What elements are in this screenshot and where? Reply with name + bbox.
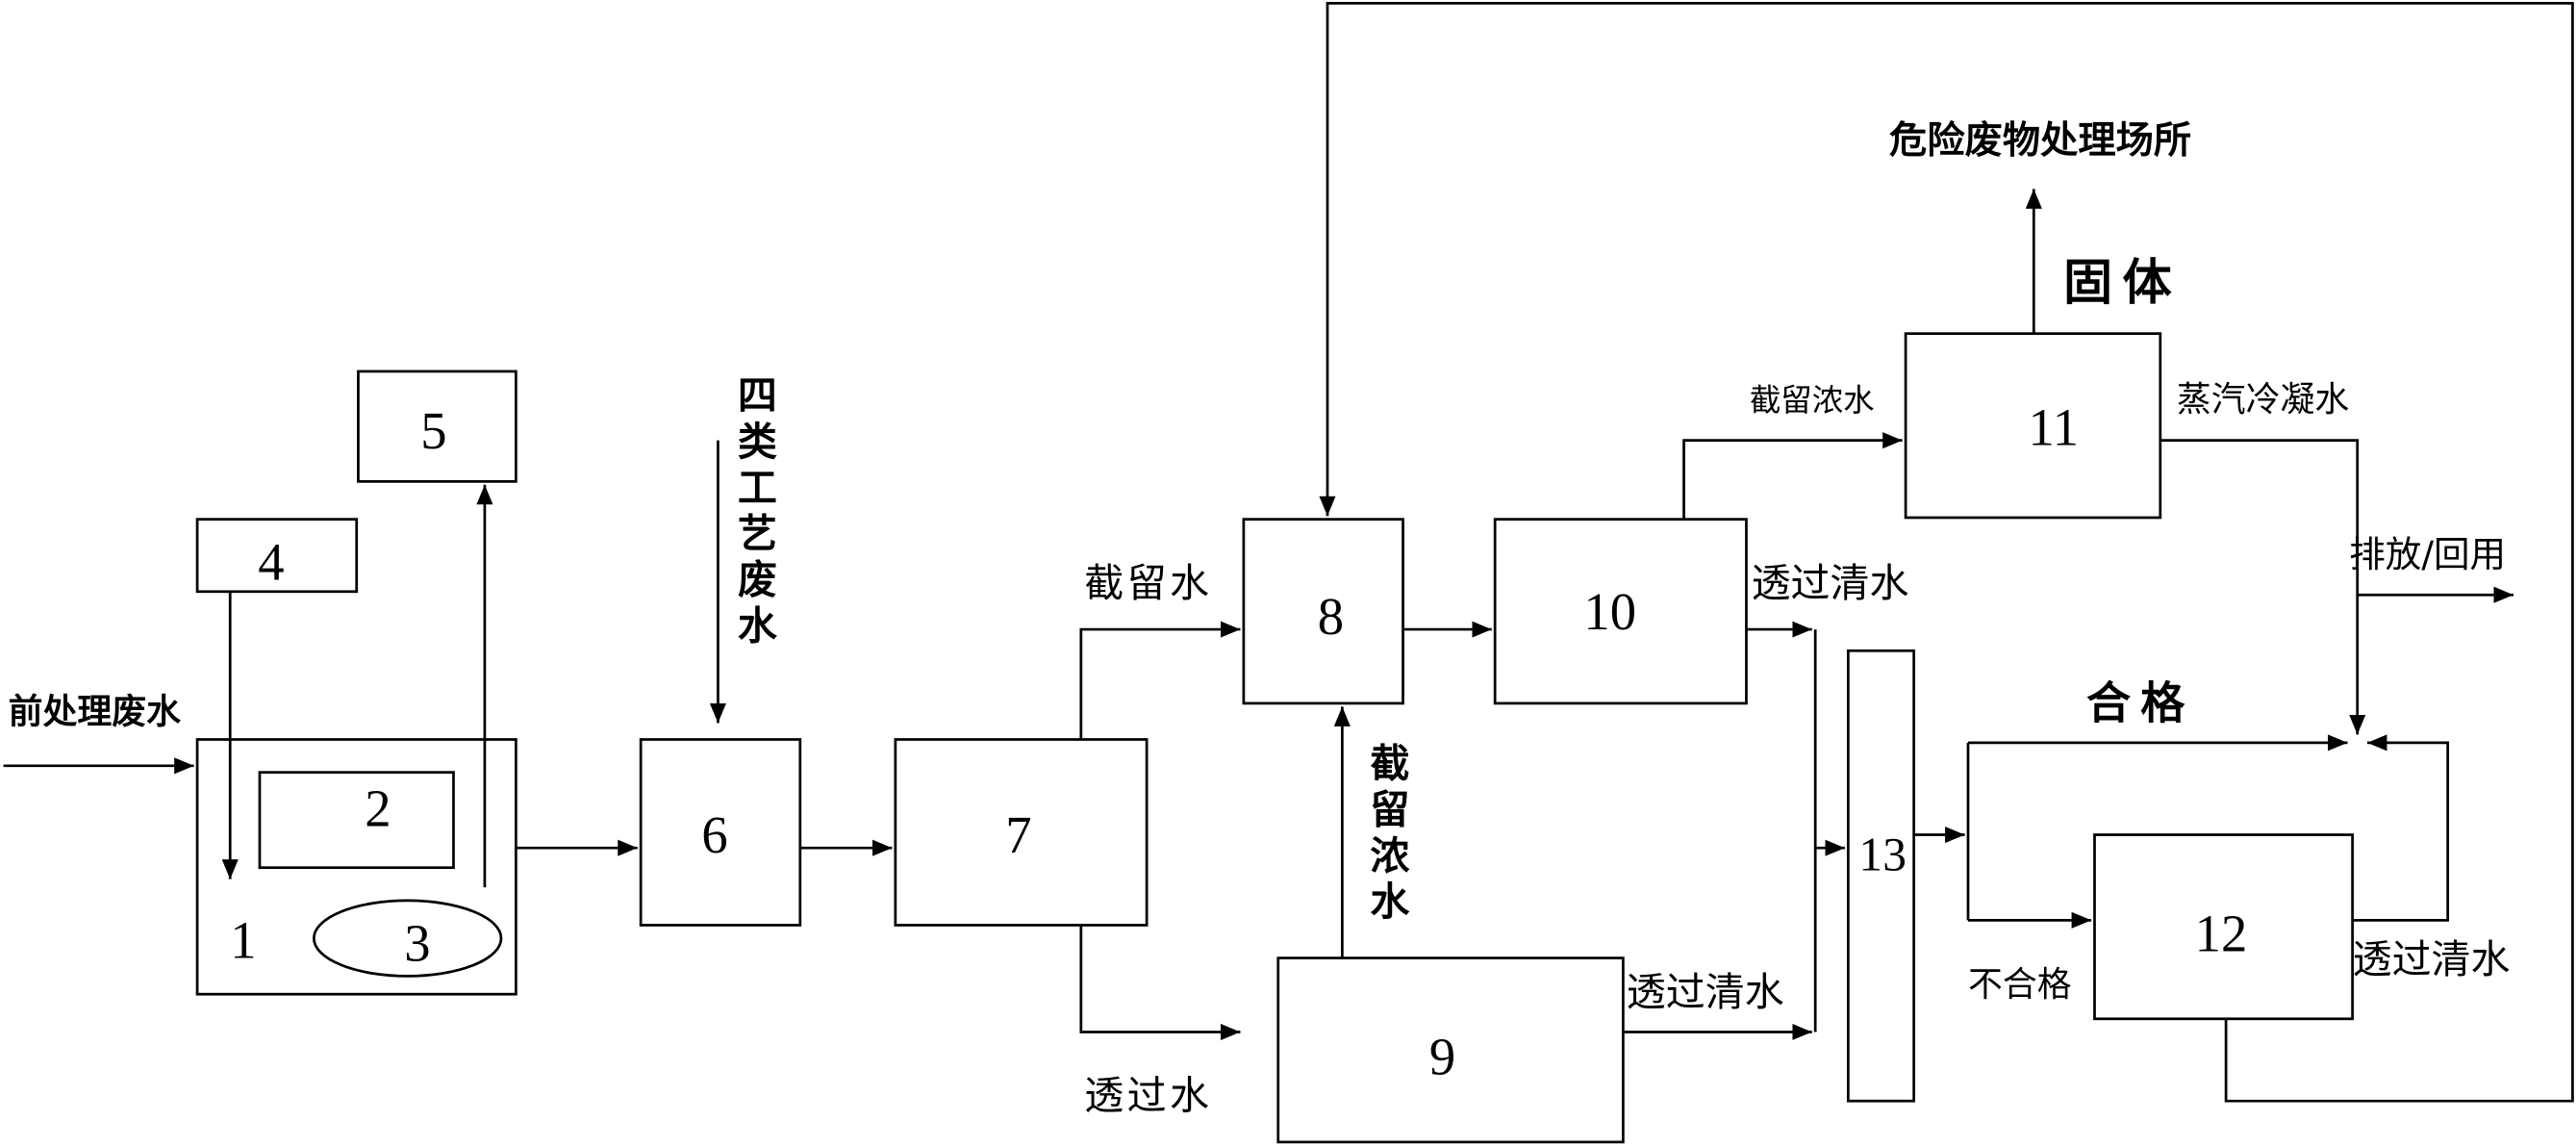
unit-6-number: 6	[701, 805, 727, 864]
arrow-unit-7-retained-to-unit-8	[1079, 621, 1241, 740]
unit-11-box	[1904, 332, 2162, 520]
recycle-loop-unit-12-to-unit-8	[1319, 2, 2574, 1103]
unit-7-box	[894, 738, 1149, 927]
unit-10-box	[1493, 518, 1748, 705]
label-unit11-solids: 固体	[2063, 254, 2182, 312]
label-unit10-permeate-clear-water: 透过清水	[1752, 560, 1909, 606]
unit-4: 4	[195, 518, 359, 594]
unit-5-number: 5	[420, 401, 446, 460]
unit-11: 11	[1904, 332, 2162, 520]
label-unit7-retained-water: 截留水	[1084, 560, 1212, 606]
unit-2: 2	[258, 771, 455, 870]
unit-6: 6	[639, 738, 802, 927]
unit-1-number: 1	[230, 910, 256, 969]
unit-13-box	[1846, 649, 1916, 1103]
unit-4-box	[195, 518, 359, 594]
unit-2-box	[258, 771, 455, 870]
unit-3-ellipse	[312, 899, 503, 978]
unit-3: 3	[312, 899, 503, 978]
unit-10-number: 10	[1583, 582, 1636, 641]
label-discharge-reuse: 排放/回用	[2349, 533, 2506, 575]
unit-12-number: 12	[2195, 904, 2248, 962]
unit-9: 9	[1276, 956, 1625, 1144]
unit-8-box	[1242, 518, 1404, 705]
unit-8: 8	[1242, 518, 1404, 705]
label-unit10-retained-concentrate: 截留浓水	[1750, 382, 1875, 419]
label-unqualified: 不合格	[1968, 965, 2072, 1005]
arrow-unit-11-condensate	[2159, 439, 2366, 735]
unit-11-number: 11	[2029, 398, 2080, 457]
unit-5: 5	[357, 370, 518, 483]
unit-9-number: 9	[1429, 1028, 1455, 1086]
unit-13: 13	[1846, 649, 1916, 1103]
label-pretreatment-wastewater: 前处理废水	[9, 692, 181, 731]
arrow-unit-7-permeate-to-unit-9	[1079, 925, 1241, 1040]
arrow-unit-10-concentrate-to-unit-11	[1682, 432, 1903, 520]
arrow-unit-12-permeate-return	[2352, 734, 2450, 922]
unit-4-number: 4	[258, 533, 284, 592]
unit-1: 1	[195, 738, 518, 996]
unit-12-box	[2093, 833, 2354, 1021]
unit-12: 12	[2093, 833, 2354, 1021]
unit-13-number: 13	[1858, 828, 1907, 881]
label-unit9-permeate-clear-water: 透过清水	[1627, 969, 1784, 1015]
unit-6-box	[639, 738, 802, 927]
unit-7: 7	[894, 738, 1149, 927]
unit-7-number: 7	[1005, 805, 1031, 864]
unit-5-box	[357, 370, 518, 483]
label-hazardous-waste-facility: 危险废物处理场所	[1889, 119, 2191, 163]
unit-9-box	[1276, 956, 1625, 1144]
label-four-class-process-wastewater: 四类工艺废水	[738, 372, 778, 649]
label-unit11-steam-condensate: 蒸汽冷凝水	[2177, 380, 2349, 420]
label-unit7-permeate-water: 透过水	[1084, 1073, 1212, 1119]
unit-2-number: 2	[365, 779, 391, 838]
unit-3-number: 3	[404, 914, 430, 973]
unit-1-box	[195, 738, 518, 996]
label-unit9-retained-concentrate: 截留浓水	[1370, 741, 1410, 925]
unit-8-number: 8	[1318, 587, 1344, 646]
label-qualified: 合格	[2086, 676, 2195, 728]
label-unit12-permeate-clear-water: 透过清水	[2353, 936, 2511, 982]
unit-10: 10	[1493, 518, 1748, 705]
